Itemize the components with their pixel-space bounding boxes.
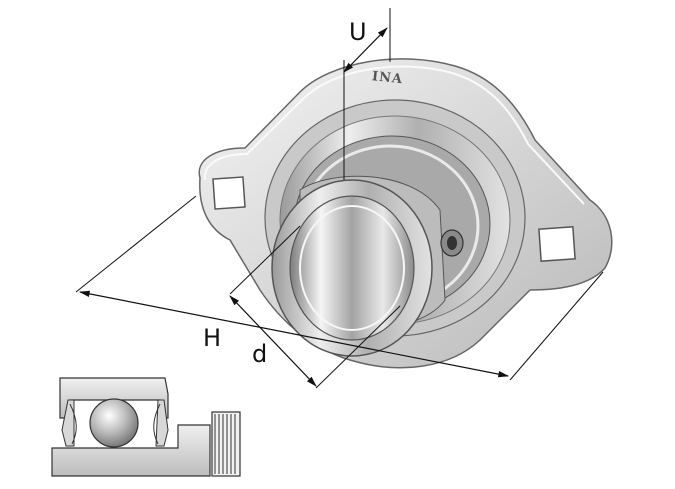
- dimension-label-u: U: [349, 18, 367, 46]
- dimension-h: H: [75, 195, 604, 381]
- dimension-label-h: H: [203, 324, 221, 352]
- cross-section-inset: [51, 377, 241, 477]
- set-screw-section: [211, 411, 241, 477]
- dimension-u: U: [343, 8, 391, 180]
- bolt-hole-left: [212, 176, 246, 210]
- inner-ring-section: [51, 424, 211, 477]
- brand-marking: INA: [371, 69, 403, 87]
- ball: [89, 398, 139, 448]
- bolt-hole-right: [538, 226, 576, 262]
- dimension-d: d: [229, 225, 401, 389]
- left-seal: [61, 399, 75, 447]
- dimension-label-d: d: [252, 340, 267, 368]
- set-screw: [440, 229, 464, 257]
- right-seal: [155, 399, 169, 447]
